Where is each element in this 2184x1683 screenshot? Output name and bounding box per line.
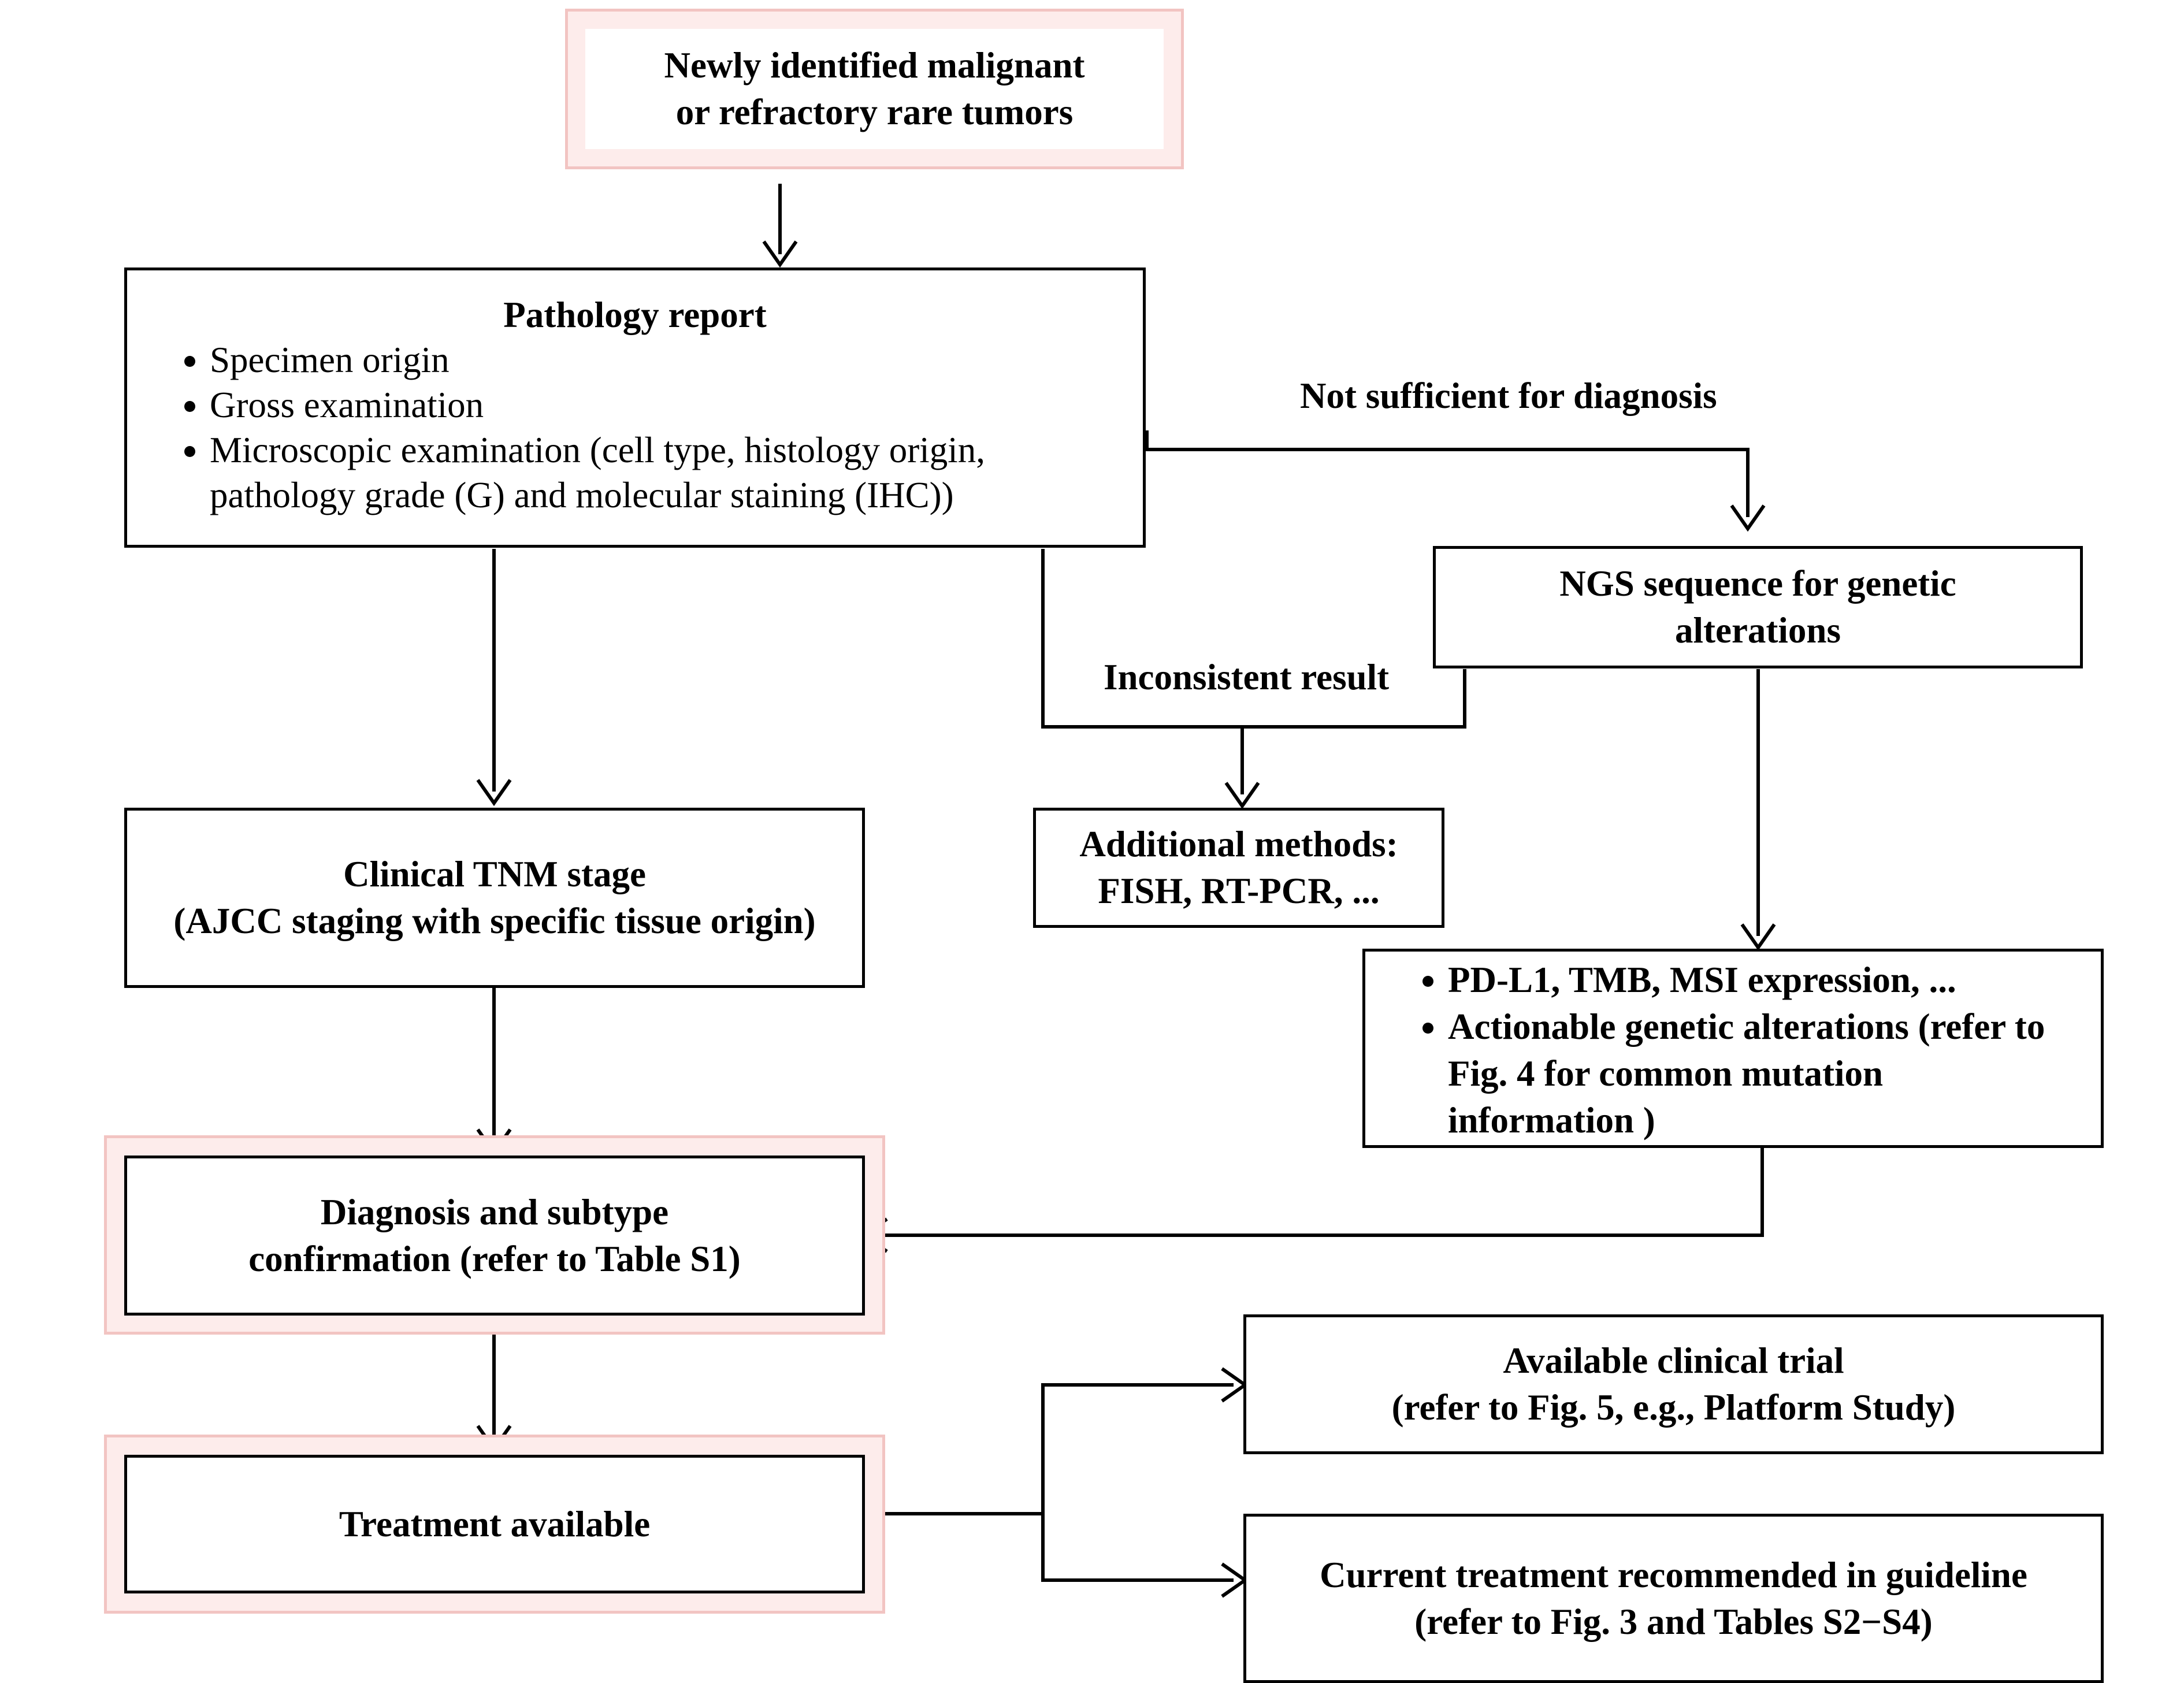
start-node-line-2: or refractory rare tumors [675, 92, 1074, 132]
pathology-report-list: Specimen origin Gross examination Micros… [127, 337, 1143, 518]
ngs-line-2: alterations [1675, 610, 1841, 651]
arrowhead [762, 240, 798, 268]
diagnosis-line-2: confirmation (refer to Table S1) [248, 1238, 741, 1279]
trial-line-2: (refer to Fig. 5, e.g., Platform Study) [1391, 1387, 1956, 1428]
arrowhead [1221, 1367, 1249, 1403]
list-item: Specimen origin [210, 337, 1143, 382]
treatment-line-1: Treatment available [339, 1503, 651, 1544]
list-item: PD-L1, TMB, MSI expression, ... [1448, 957, 2101, 1004]
arrow-treatment-to-guideline [1041, 1514, 1234, 1582]
arrowhead [1221, 1562, 1249, 1598]
arrowhead [1740, 923, 1776, 951]
diagnosis-node: Diagnosis and subtype confirmation (refe… [124, 1156, 865, 1316]
guideline-line-2: (refer to Fig. 3 and Tables S2−S4) [1414, 1601, 1933, 1642]
guideline-treatment-node: Current treatment recommended in guideli… [1243, 1514, 2104, 1683]
additional-line-1: Additional methods: [1079, 824, 1398, 864]
start-node-line-1: Newly identified malignant [664, 45, 1085, 86]
clinical-trial-node: Available clinical trial (refer to Fig. … [1243, 1314, 2104, 1454]
additional-line-2: FISH, RT-PCR, ... [1098, 871, 1380, 911]
ngs-node: NGS sequence for genetic alterations [1433, 546, 2083, 668]
arrowhead [1730, 504, 1766, 532]
additional-methods-node: Additional methods: FISH, RT-PCR, ... [1033, 808, 1444, 928]
arrow-biomarkers-to-diagnosis [875, 1148, 1764, 1237]
inconsistent-result-label: Inconsistent result [1104, 657, 1390, 697]
trial-line-1: Available clinical trial [1503, 1340, 1844, 1381]
pathology-report-node: Pathology report Specimen origin Gross e… [124, 268, 1146, 548]
ngs-line-1: NGS sequence for genetic [1559, 563, 1956, 604]
tnm-line-2: (AJCC staging with specific tissue origi… [173, 901, 816, 941]
arrowhead [1224, 782, 1260, 809]
treatment-available-node: Treatment available [124, 1455, 865, 1593]
biomarkers-node: PD-L1, TMB, MSI expression, ... Actionab… [1362, 949, 2104, 1148]
arrow-pathology-to-ngs [1145, 430, 1750, 517]
not-sufficient-label: Not sufficient for diagnosis [1300, 376, 1717, 416]
list-item: Gross examination [210, 382, 1143, 428]
diagnosis-line-1: Diagnosis and subtype [320, 1191, 669, 1232]
start-node: Newly identified malignant or refractory… [585, 29, 1164, 149]
biomarkers-list: PD-L1, TMB, MSI expression, ... Actionab… [1365, 957, 2101, 1144]
arrow-treatment-to-trial [1041, 1383, 1234, 1514]
pathology-report-title: Pathology report [503, 295, 767, 335]
arrowhead [476, 779, 512, 807]
tnm-line-1: Clinical TNM stage [343, 854, 646, 894]
guideline-line-1: Current treatment recommended in guideli… [1320, 1554, 2027, 1595]
list-item: Actionable genetic alterations (refer to… [1448, 1004, 2060, 1144]
list-item: Microscopic examination (cell type, hist… [210, 428, 1076, 518]
clinical-tnm-node: Clinical TNM stage (AJCC staging with sp… [124, 808, 865, 988]
